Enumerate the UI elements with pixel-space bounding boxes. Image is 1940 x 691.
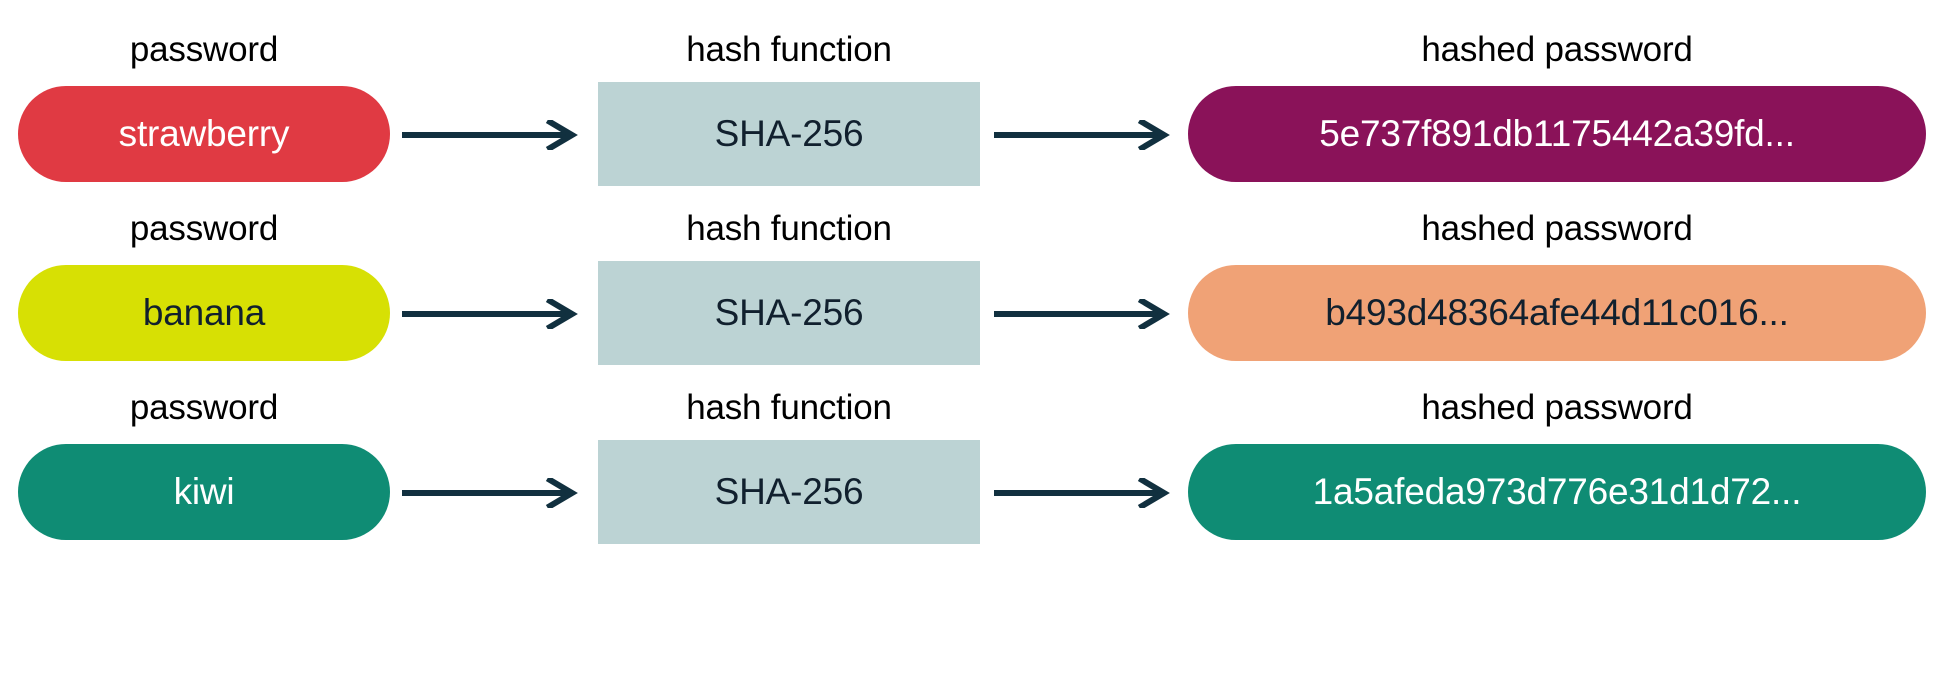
diagram-row: password banana hash function SHA-256 ha… [0,191,1940,370]
hash-function-box: SHA-256 [598,440,980,544]
hashed-password-label: hashed password [1421,388,1693,427]
diagram-row: password kiwi hash function SHA-256 hash… [0,370,1940,549]
hashed-password-pill: b493d48364afe44d11c016... [1188,265,1926,361]
password-pill: banana [18,265,390,361]
password-pill: strawberry [18,86,390,182]
hash-function-label: hash function [686,30,892,69]
hash-function-box: SHA-256 [598,82,980,186]
hash-function-label: hash function [686,209,892,248]
hashed-password-pill: 5e737f891db1175442a39fd... [1188,86,1926,182]
password-pill: kiwi [18,444,390,540]
hashed-password-label: hashed password [1421,30,1693,69]
diagram-row: password strawberry hash function SHA-25… [0,12,1940,191]
password-label: password [129,388,279,427]
right-arrow-icon [992,299,1178,329]
right-arrow-icon [992,120,1178,150]
right-arrow-icon [400,478,586,508]
password-label: password [129,209,279,248]
hashed-password-label: hashed password [1421,209,1693,248]
hashed-password-pill: 1a5afeda973d776e31d1d72... [1188,444,1926,540]
right-arrow-icon [992,478,1178,508]
hash-function-label: hash function [686,388,892,427]
right-arrow-icon [400,299,586,329]
right-arrow-icon [400,120,586,150]
hash-function-box: SHA-256 [598,261,980,365]
password-label: password [129,30,279,69]
